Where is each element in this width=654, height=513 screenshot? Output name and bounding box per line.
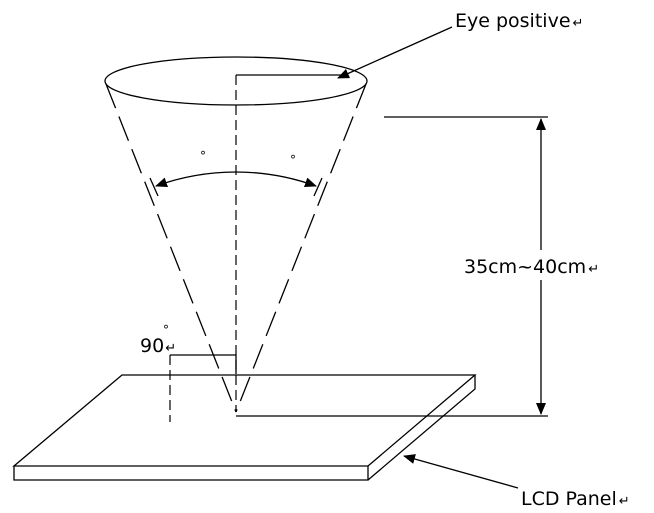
distance-label: 35cm~40cm↵ — [464, 256, 599, 278]
angle-arc-left — [155, 171, 237, 187]
right-angle-label: 90↵ — [140, 335, 176, 357]
arc-end-tick-left — [149, 177, 159, 197]
cone-right-edge — [235, 83, 367, 413]
panel-pointer-arrow — [403, 454, 519, 489]
lcd-panel-label: LCD Panel↵ — [521, 488, 630, 510]
lcd-panel-top — [12, 374, 477, 467]
cone-left-edge — [105, 83, 237, 413]
angle-arc-right — [235, 171, 317, 187]
eye-position-label: Eye positive↵ — [455, 10, 583, 32]
angle-degree-left: ° — [200, 149, 206, 163]
arc-end-tick-right — [313, 177, 323, 197]
right-angle-marker — [170, 354, 237, 374]
eye-pointer-arrow — [337, 26, 453, 79]
angle-degree-right: ° — [290, 153, 296, 167]
right-angle-degree: ° — [163, 323, 169, 337]
lcd-panel-side — [367, 375, 476, 481]
lcd-panel-front — [13, 466, 369, 481]
